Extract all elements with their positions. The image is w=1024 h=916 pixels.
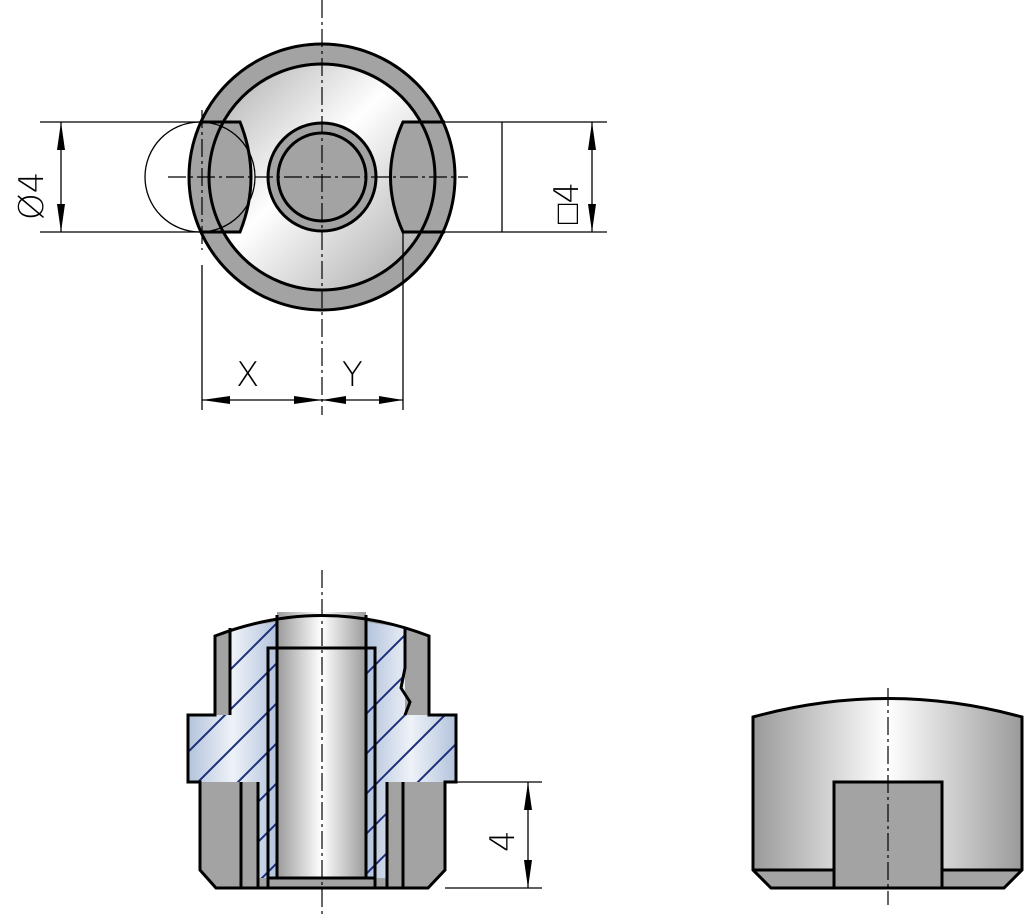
side-view <box>751 688 1024 905</box>
y-label: Y <box>342 355 363 395</box>
x-label: X <box>236 355 259 395</box>
section-view: 4 <box>186 570 542 914</box>
height-label: 4 <box>483 830 523 852</box>
diameter-label: Ø4 <box>12 172 52 220</box>
square-label: □4 <box>547 182 587 224</box>
top-view: Ø4 □4 X Y <box>12 0 607 415</box>
